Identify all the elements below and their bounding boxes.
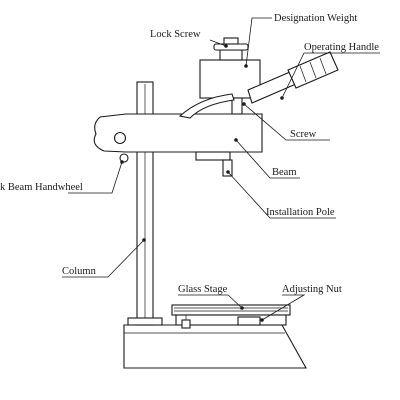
label-lock-screw: Lock Screw xyxy=(150,29,201,40)
glass-stage xyxy=(171,304,291,329)
base xyxy=(123,324,307,369)
beam xyxy=(93,113,263,177)
label-column: Column xyxy=(62,266,97,277)
label-operating-handle: Operating Handle xyxy=(304,42,379,53)
label-designation-weight: Designation Weight xyxy=(274,13,357,24)
label-lock-beam-handwheel: k Beam Handwheel xyxy=(0,182,83,193)
label-glass-stage: Glass Stage xyxy=(178,284,228,295)
label-adjusting-nut: Adjusting Nut xyxy=(282,284,342,295)
label-screw: Screw xyxy=(290,129,317,140)
leader-lines xyxy=(62,17,380,322)
lock-screw-part xyxy=(213,37,249,61)
label-installation-pole: Installation Pole xyxy=(266,207,335,218)
operating-handle xyxy=(178,51,339,119)
label-beam: Beam xyxy=(272,167,297,178)
